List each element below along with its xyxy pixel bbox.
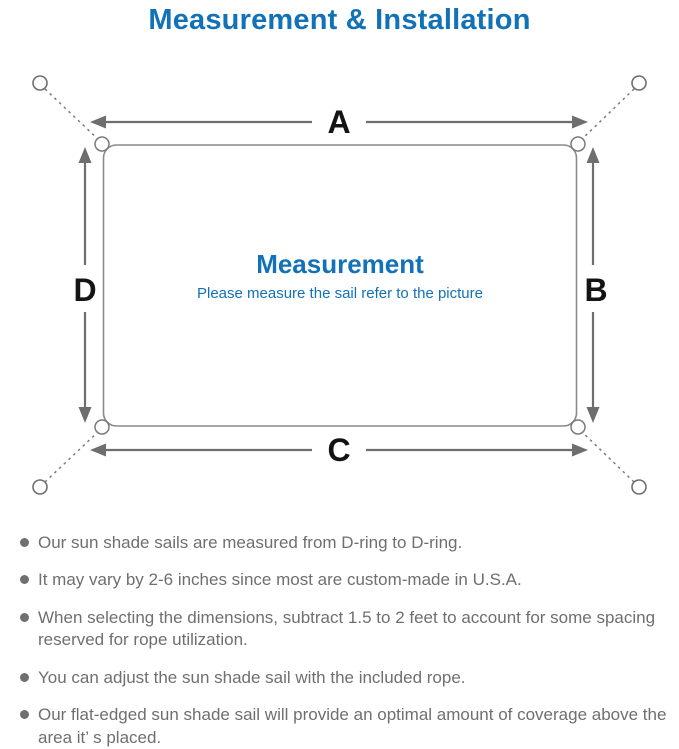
arrow-c-head-right [572,443,588,457]
d-ring-bottom-left [94,419,110,435]
tie-line-top-left [44,88,101,142]
dim-label-c: C [327,432,350,468]
measurement-diagram-svg: A C D B Measurement Please measure the s… [32,75,647,495]
d-ring-top-right [570,136,586,152]
dim-label-a: A [327,104,350,140]
arrow-b-head-up [586,147,600,163]
diagram-center-subtitle: Please measure the sail refer to the pic… [197,285,483,302]
note-text: You can adjust the sun shade sail with t… [38,667,466,687]
arrow-d-head-down [78,407,92,423]
anchor-circle-bottom-right [631,479,647,495]
anchor-circle-top-left [32,75,48,91]
arrow-b-head-down [586,407,600,423]
note-text: Our flat-edged sun shade sail will provi… [38,705,667,747]
bullet-icon [20,672,29,682]
measurement-diagram: A C D B Measurement Please measure the s… [0,40,679,510]
d-ring-top-left [94,136,110,152]
anchor-circle-top-right [631,75,647,91]
note-item: Our flat-edged sun shade sail will provi… [20,704,671,749]
arrow-a-head-right [572,115,588,129]
sail-outline [102,144,578,427]
bullet-icon [20,710,29,720]
dim-label-b: B [584,272,607,308]
anchor-circle-bottom-left [32,479,48,495]
note-item: Our sun shade sails are measured from D-… [20,532,671,554]
diagram-center-title: Measurement [256,249,424,279]
arrow-d-head-up [78,147,92,163]
tie-line-top-right [579,88,635,142]
notes-list: Our sun shade sails are measured from D-… [0,532,679,749]
note-text: When selecting the dimensions, subtract … [38,607,656,650]
bullet-icon [20,538,29,547]
d-ring-bottom-right [570,419,586,435]
note-text: Our sun shade sails are measured from D-… [38,533,463,552]
note-item: It may vary by 2-6 inches since most are… [20,569,671,591]
note-item: When selecting the dimensions, subtract … [20,607,671,652]
arrow-c-head-left [90,443,106,457]
note-text: It may vary by 2-6 inches since most are… [38,570,522,590]
page-title: Measurement & Installation [148,4,531,36]
dim-label-d: D [73,272,96,308]
bullet-icon [20,575,29,585]
tie-line-bottom-right [579,429,635,483]
arrow-a-head-left [90,115,106,129]
bullet-icon [20,612,29,622]
tie-line-bottom-left [44,429,101,483]
note-item: You can adjust the sun shade sail with t… [20,667,671,689]
